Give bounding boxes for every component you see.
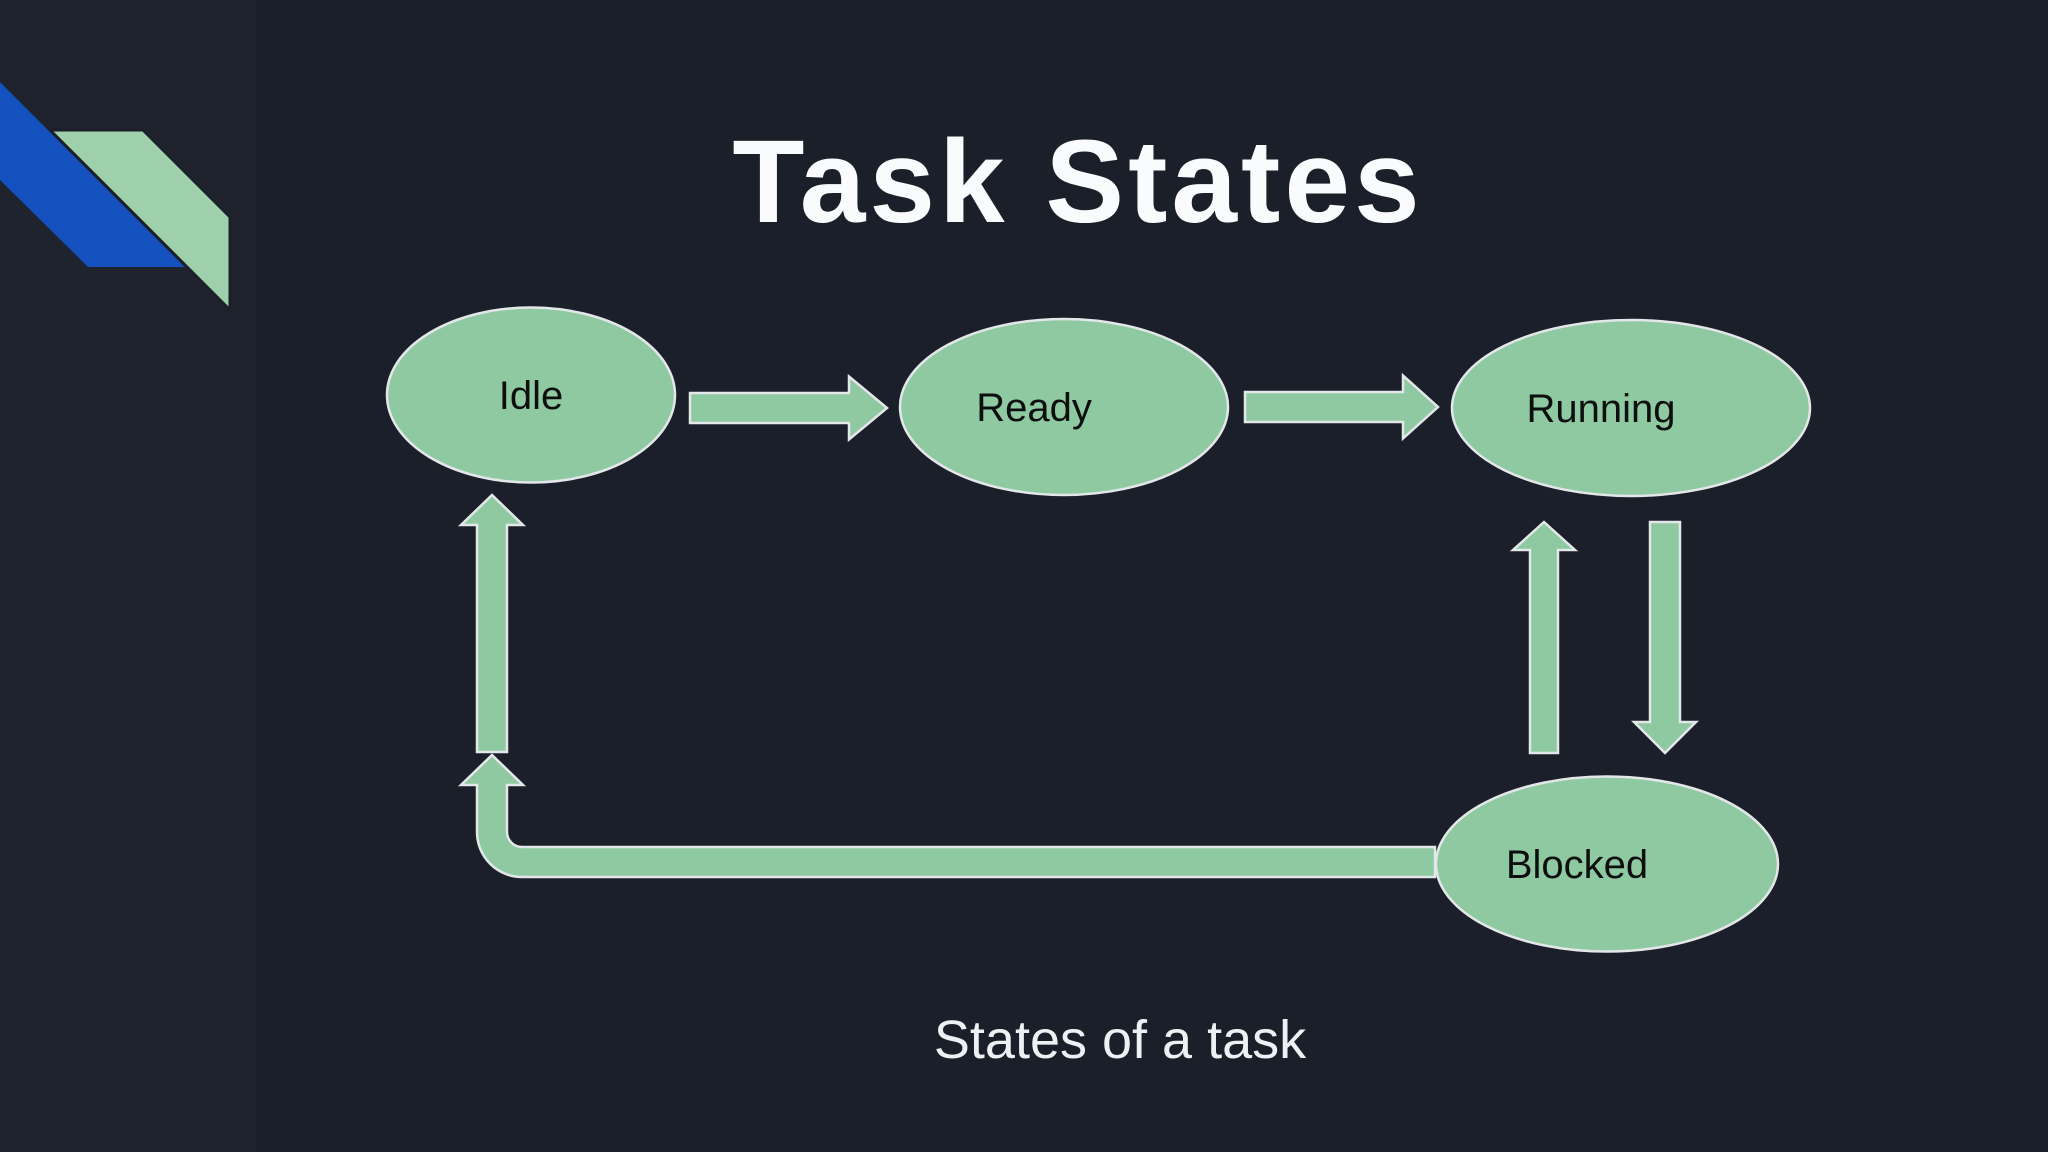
corner-green-stripe-shape [46,128,232,314]
state-ellipse-ready [898,317,1230,497]
state-ellipse-idle [385,306,677,484]
state-ready: Ready [898,317,1230,497]
state-label-blocked: Blocked [1506,843,1648,887]
arrow-ready-to-running [1243,372,1440,442]
state-label-idle: Idle [499,374,564,418]
page-title: Task States [732,116,1424,248]
slide-caption: States of a task [933,1010,1307,1070]
state-idle: Idle [385,306,677,484]
arrow-blocked-to-idle-upper [457,493,527,754]
state-ellipse-blocked [1434,775,1780,953]
state-label-running: Running [1526,387,1675,431]
arrow-running-to-blocked [1630,520,1700,755]
state-ellipse-running [1450,318,1812,498]
arrow-blocked-to-idle-elbow [457,753,1437,879]
state-running: Running [1450,318,1812,498]
arrow-blocked-to-running [1509,520,1579,755]
arrow-blocked-to-idle [457,493,1437,879]
corner-decoration [0,82,232,314]
state-label-ready: Ready [976,386,1092,430]
arrow-idle-to-ready [688,373,889,443]
state-blocked: Blocked [1434,775,1780,953]
